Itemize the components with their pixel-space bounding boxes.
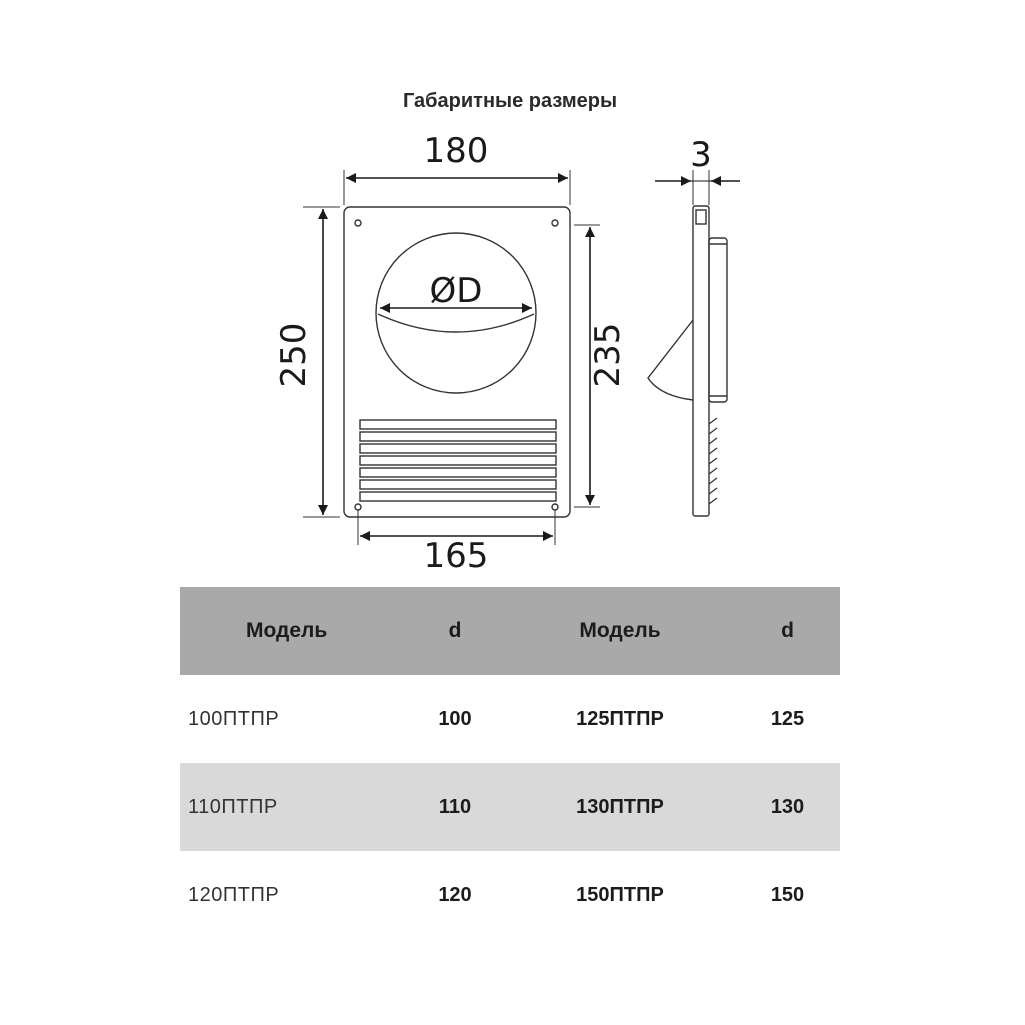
side-top-tab xyxy=(695,209,707,225)
table-row: 100ПТПР 100 125ПТПР 125 xyxy=(180,675,840,763)
model-cell: 100ПТПР xyxy=(188,707,280,730)
duct-circle xyxy=(375,232,537,394)
model-table: Модель d Модель d 100ПТПР 100 125ПТПР 12… xyxy=(180,587,840,939)
d-cell: 150 xyxy=(770,883,805,906)
louver-grille xyxy=(359,419,557,502)
mount-hole-bottom-left xyxy=(354,503,362,511)
page-title: Габаритные размеры xyxy=(402,90,618,112)
mount-hole-top-right xyxy=(551,219,559,227)
mount-hole-top-left xyxy=(354,219,362,227)
dim-height-left-label: 250 xyxy=(274,323,314,388)
side-collar xyxy=(708,237,728,403)
side-view xyxy=(647,205,728,517)
header-d-2: d xyxy=(781,619,794,642)
model-cell: 125ПТПР xyxy=(576,707,664,730)
dim-diameter-label: ØD xyxy=(430,271,483,311)
front-plate-outline xyxy=(343,206,571,518)
dimension-arrows xyxy=(318,173,740,541)
extension-lines xyxy=(303,170,710,545)
table-row: 120ПТПР 120 150ПТПР 150 xyxy=(180,851,840,939)
dim-width-top-label: 180 xyxy=(424,131,489,171)
mount-hole-bottom-right xyxy=(551,503,559,511)
side-plate xyxy=(692,205,710,517)
header-model-1: Модель xyxy=(246,619,328,642)
model-cell: 120ПТПР xyxy=(188,883,280,906)
side-deflector xyxy=(647,319,694,401)
model-cell: 110ПТПР xyxy=(188,795,278,818)
dim-height-right-label: 235 xyxy=(588,323,628,388)
dim-thickness-label: 3 xyxy=(690,135,712,175)
model-cell: 150ПТПР xyxy=(576,883,664,906)
side-louvers xyxy=(708,417,718,505)
header-d-1: d xyxy=(448,619,462,642)
header-model-2: Модель xyxy=(579,619,661,642)
model-cell: 130ПТПР xyxy=(576,795,664,818)
duct-lip xyxy=(377,313,535,333)
d-cell: 125 xyxy=(770,707,805,730)
d-cell: 130 xyxy=(770,795,805,818)
table-header: Модель d Модель d xyxy=(180,587,840,675)
d-cell: 120 xyxy=(438,883,472,906)
table-row: 110ПТПР 110 130ПТПР 130 xyxy=(180,763,840,851)
front-view xyxy=(343,206,571,518)
dim-width-bottom-label: 165 xyxy=(424,536,489,576)
dimension-drawing: 180 165 ØD 3 250 235 xyxy=(274,131,740,576)
d-cell: 110 xyxy=(438,795,472,818)
d-cell: 100 xyxy=(438,707,472,730)
